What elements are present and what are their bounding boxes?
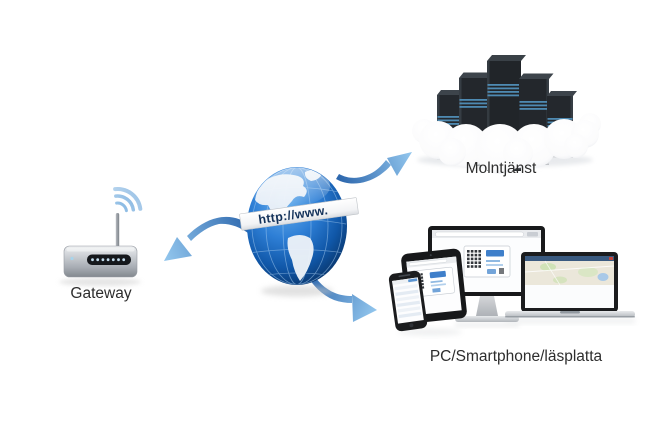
smartphone-icon (388, 270, 428, 332)
gateway-antenna (115, 213, 120, 248)
globe-icon: http://www. (239, 167, 359, 297)
cloud-service-label: Molntjänst (466, 160, 537, 177)
gateway-shadow (59, 278, 141, 286)
gateway-power-led (70, 256, 74, 261)
arrow-globe-to-gateway-icon (164, 216, 252, 261)
monitor-app-widget (463, 245, 511, 278)
wifi-waves-icon (113, 187, 143, 213)
arrow-globe-to-devices-icon (307, 272, 377, 322)
globe-gloss (247, 167, 330, 207)
gateway-label: Gateway (70, 285, 131, 302)
gateway-icon: Gateway (59, 187, 143, 302)
smartphone-list-rows (394, 284, 422, 319)
globe-shadow (261, 285, 333, 297)
laptop-map-screen (524, 260, 615, 286)
cloud-service-icon: Molntjänst (412, 55, 601, 177)
gateway-leds (91, 258, 126, 262)
arrow-globe-to-cloud-icon (336, 152, 412, 184)
cloud-puffs (412, 113, 601, 174)
devices-label: PC/Smartphone/läsplatta (430, 348, 603, 365)
arrows-group (164, 152, 412, 322)
devices-group: PC/Smartphone/läsplatta (388, 226, 635, 365)
laptop-icon (505, 252, 635, 318)
devices-reflection (398, 318, 635, 336)
